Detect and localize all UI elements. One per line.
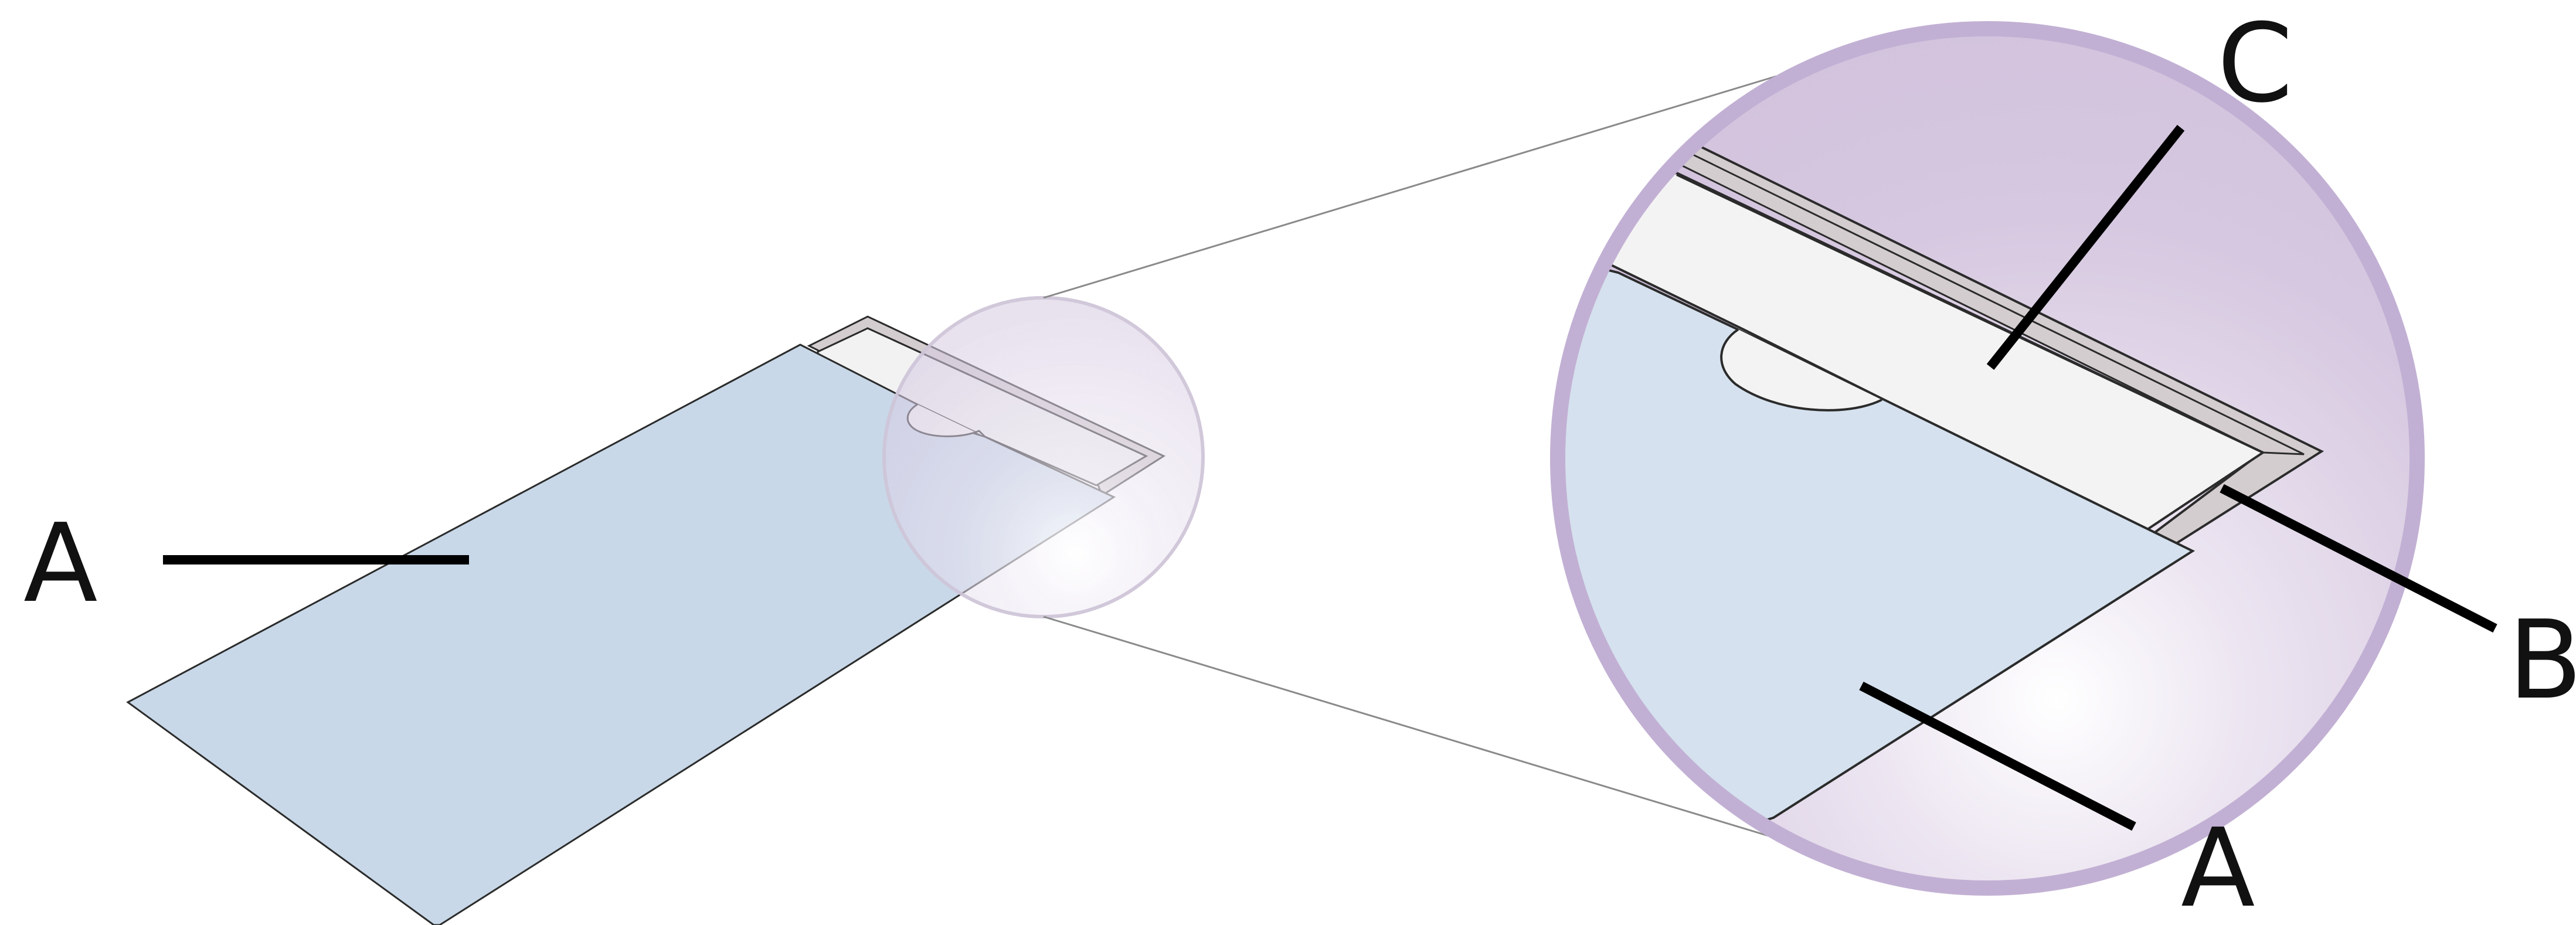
magnified-cover-edge <box>1676 174 2264 454</box>
label-a-left: A <box>23 500 98 627</box>
leader-line-c <box>1986 125 2185 370</box>
label-c: C <box>2217 0 2293 127</box>
magnified-lens-ring <box>1550 21 2425 896</box>
magnified-view <box>1550 21 2425 896</box>
zoom-connector-bottom <box>1043 615 1777 839</box>
zoom-connector-top <box>1043 75 1777 299</box>
leader-line-a-magnified <box>1859 681 2136 831</box>
leader-line-b <box>2220 484 2497 633</box>
small-magnifier <box>882 296 1205 618</box>
magnified-notch <box>1720 328 1882 412</box>
label-a-magnified: A <box>2181 805 2255 925</box>
label-b: B <box>2508 597 2576 723</box>
